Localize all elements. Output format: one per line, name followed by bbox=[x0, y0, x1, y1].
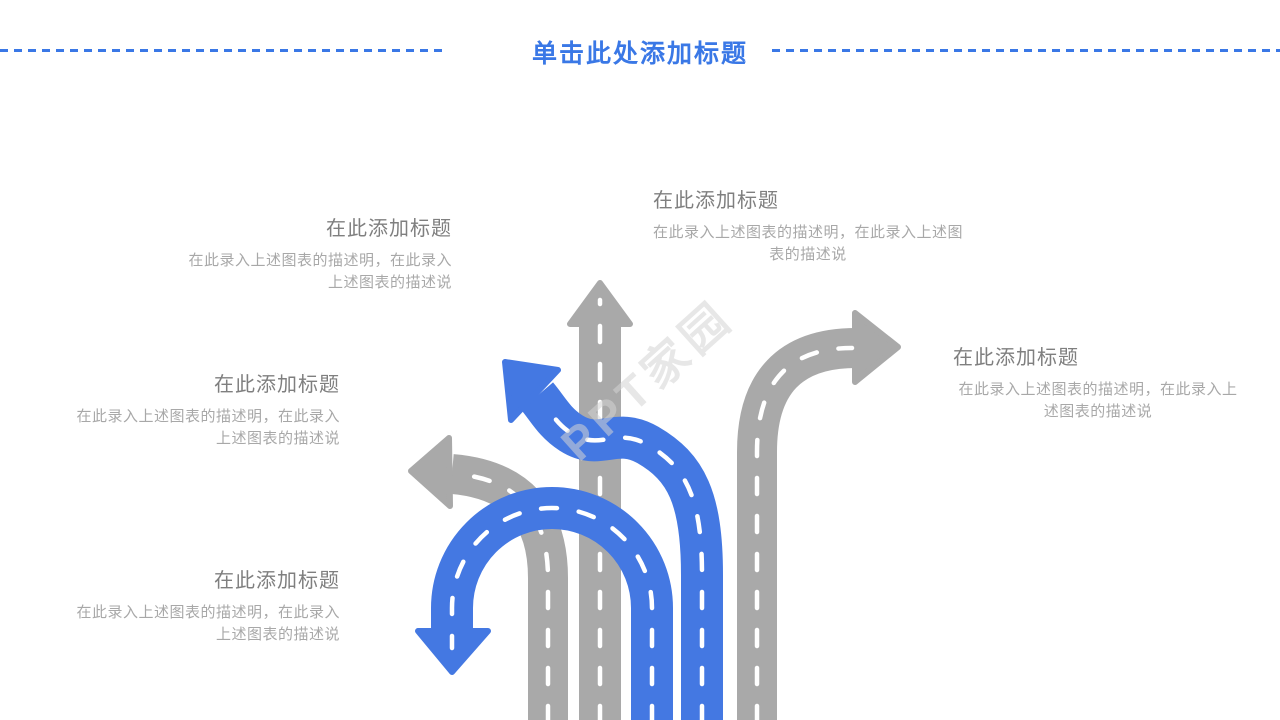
body-line: 上述图表的描述说 bbox=[215, 626, 340, 643]
text-block-middle-right: 在此添加标题 在此录入上述图表的描述明，在此录入上 述图表的描述说 bbox=[953, 341, 1243, 423]
body-line: 在此录入上述图表的描述明，在此录入 bbox=[76, 604, 340, 621]
text-block-middle-left: 在此添加标题 在此录入上述图表的描述明，在此录入 上述图表的描述说 bbox=[76, 368, 340, 450]
up-left-arrowhead bbox=[502, 359, 561, 423]
title-dash-line-left bbox=[0, 49, 445, 52]
body-line: 上述图表的描述说 bbox=[327, 274, 452, 291]
block-title-placeholder[interactable]: 在此添加标题 bbox=[326, 218, 452, 240]
text-block-bottom-left: 在此添加标题 在此录入上述图表的描述明，在此录入 上述图表的描述说 bbox=[76, 564, 340, 646]
body-line: 在此录入上述图表的描述明，在此录入 bbox=[188, 252, 452, 269]
text-block-top-center: 在此添加标题 在此录入上述图表的描述明，在此录入上述图 表的描述说 bbox=[653, 184, 963, 266]
curve-left-road-arrow-icon bbox=[408, 435, 568, 720]
body-line: 述图表的描述说 bbox=[1043, 403, 1153, 420]
block-title-placeholder[interactable]: 在此添加标题 bbox=[214, 374, 340, 396]
block-body-placeholder[interactable]: 在此录入上述图表的描述明，在此录入上 述图表的描述说 bbox=[953, 379, 1243, 423]
body-line: 在此录入上述图表的描述明，在此录入上 bbox=[958, 381, 1238, 398]
block-title-placeholder[interactable]: 在此添加标题 bbox=[653, 190, 779, 212]
right-arrowhead bbox=[852, 310, 901, 385]
down-arrowhead bbox=[415, 628, 491, 675]
curve-right-road-arrow-icon bbox=[737, 310, 901, 720]
block-body-placeholder[interactable]: 在此录入上述图表的描述明，在此录入 上述图表的描述说 bbox=[188, 250, 452, 294]
body-line: 表的描述说 bbox=[769, 246, 847, 263]
text-block-top-left: 在此添加标题 在此录入上述图表的描述明，在此录入 上述图表的描述说 bbox=[188, 212, 452, 294]
body-line: 上述图表的描述说 bbox=[215, 430, 340, 447]
title-dash-line-right bbox=[772, 49, 1280, 52]
slide-title-placeholder[interactable]: 单击此处添加标题 bbox=[531, 40, 748, 68]
u-turn-down-road-arrow-icon bbox=[415, 487, 673, 720]
left-arrowhead bbox=[408, 435, 453, 509]
s-curve-up-left-road-arrow-icon bbox=[502, 359, 723, 720]
body-line: 在此录入上述图表的描述明，在此录入上述图 bbox=[653, 224, 964, 241]
block-body-placeholder[interactable]: 在此录入上述图表的描述明，在此录入上述图 表的描述说 bbox=[653, 222, 963, 266]
block-body-placeholder[interactable]: 在此录入上述图表的描述明，在此录入 上述图表的描述说 bbox=[76, 602, 340, 646]
body-line: 在此录入上述图表的描述明，在此录入 bbox=[76, 408, 340, 425]
block-title-placeholder[interactable]: 在此添加标题 bbox=[214, 570, 340, 592]
block-body-placeholder[interactable]: 在此录入上述图表的描述明，在此录入 上述图表的描述说 bbox=[76, 406, 340, 450]
block-title-placeholder[interactable]: 在此添加标题 bbox=[953, 347, 1079, 369]
